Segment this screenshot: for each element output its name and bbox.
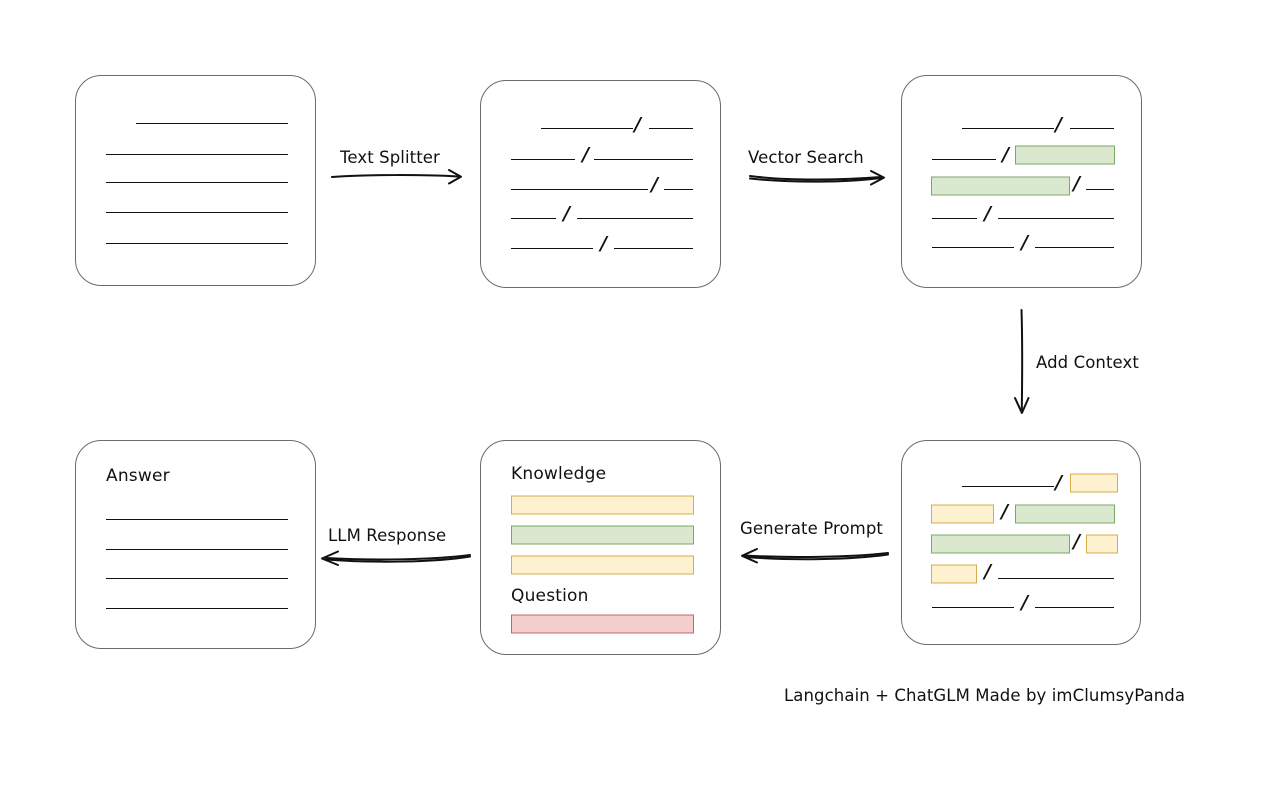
knowledge-chip-yellow[interactable] bbox=[511, 495, 694, 515]
chunk-segment bbox=[1035, 607, 1114, 608]
node-answer[interactable]: Answer bbox=[75, 440, 316, 649]
chunk-segment bbox=[664, 189, 693, 190]
highlight-chip-green[interactable] bbox=[1015, 504, 1115, 524]
answer-heading: Answer bbox=[106, 466, 170, 486]
arrow-generate-prompt bbox=[741, 548, 889, 564]
document-line bbox=[106, 154, 288, 155]
highlight-chip-green[interactable] bbox=[1015, 145, 1115, 165]
chunk-separator: / bbox=[1073, 172, 1080, 195]
chunk-segment bbox=[577, 218, 693, 219]
prompt-knowledge-heading: Knowledge bbox=[511, 464, 607, 484]
knowledge-chip-green[interactable] bbox=[511, 525, 694, 545]
prompt-question-heading: Question bbox=[511, 586, 589, 606]
chunk-segment bbox=[932, 247, 1014, 248]
chunk-separator: / bbox=[634, 113, 641, 136]
chunk-segment bbox=[511, 189, 648, 190]
chunk-segment bbox=[541, 128, 633, 129]
chunk-separator: / bbox=[984, 560, 991, 583]
answer-line bbox=[106, 608, 288, 609]
chunk-segment bbox=[998, 218, 1114, 219]
chunk-separator: / bbox=[1002, 143, 1009, 166]
chunk-segment bbox=[1070, 128, 1114, 129]
highlight-chip-yellow[interactable] bbox=[1070, 473, 1118, 493]
arrow-vector-search bbox=[749, 170, 885, 186]
chunk-separator: / bbox=[1073, 530, 1080, 553]
chunk-separator: / bbox=[1021, 231, 1028, 254]
document-line bbox=[106, 243, 288, 244]
chunk-separator: / bbox=[1055, 471, 1062, 494]
highlight-chip-green[interactable] bbox=[931, 176, 1070, 196]
chunk-separator: / bbox=[582, 143, 589, 166]
edge-label-add-context: Add Context bbox=[1036, 353, 1139, 372]
chunk-separator: / bbox=[600, 232, 607, 255]
chunk-segment bbox=[932, 218, 977, 219]
chunk-segment bbox=[998, 578, 1114, 579]
edge-label-text-splitter: Text Splitter bbox=[340, 148, 440, 167]
chunk-segment bbox=[614, 248, 693, 249]
highlight-chip-yellow[interactable] bbox=[931, 564, 977, 584]
document-line bbox=[136, 123, 288, 124]
chunk-segment bbox=[962, 128, 1054, 129]
chunk-separator: / bbox=[984, 202, 991, 225]
chunk-segment bbox=[511, 159, 575, 160]
chunk-separator: / bbox=[1021, 591, 1028, 614]
arrow-text-splitter bbox=[331, 169, 462, 185]
node-context-chunks[interactable]: / / / / / bbox=[901, 440, 1141, 645]
edge-label-generate-prompt: Generate Prompt bbox=[740, 519, 883, 538]
chunk-segment bbox=[1086, 189, 1114, 190]
knowledge-chip-yellow[interactable] bbox=[511, 555, 694, 575]
edge-label-vector-search: Vector Search bbox=[748, 148, 864, 167]
edge-label-llm-response: LLM Response bbox=[328, 526, 447, 545]
node-matched-chunks[interactable]: / / / / / bbox=[901, 75, 1142, 288]
answer-line bbox=[106, 549, 288, 550]
chunk-separator: / bbox=[1001, 500, 1008, 523]
highlight-chip-green[interactable] bbox=[931, 534, 1070, 554]
chunk-segment bbox=[962, 486, 1054, 487]
chunk-segment bbox=[511, 248, 593, 249]
answer-line bbox=[106, 578, 288, 579]
document-line bbox=[106, 182, 288, 183]
chunk-segment bbox=[511, 218, 556, 219]
document-line bbox=[106, 212, 288, 213]
answer-line bbox=[106, 519, 288, 520]
chunk-segment bbox=[594, 159, 693, 160]
arrow-llm-response bbox=[321, 550, 471, 566]
chunk-separator: / bbox=[651, 173, 658, 196]
chunk-separator: / bbox=[1055, 113, 1062, 136]
chunk-separator: / bbox=[563, 202, 570, 225]
chunk-segment bbox=[649, 128, 693, 129]
diagram-caption: Langchain + ChatGLM Made by imClumsyPand… bbox=[784, 686, 1186, 705]
node-prompt[interactable]: Knowledge Question bbox=[480, 440, 721, 655]
node-source-document[interactable] bbox=[75, 75, 316, 286]
question-chip-red[interactable] bbox=[511, 614, 694, 634]
chunk-segment bbox=[932, 607, 1014, 608]
node-split-chunks[interactable]: / / / / / bbox=[480, 80, 721, 288]
chunk-segment bbox=[932, 159, 996, 160]
highlight-chip-yellow[interactable] bbox=[931, 504, 994, 524]
highlight-chip-yellow[interactable] bbox=[1086, 534, 1118, 554]
chunk-segment bbox=[1035, 247, 1114, 248]
arrow-add-context bbox=[1014, 309, 1030, 414]
